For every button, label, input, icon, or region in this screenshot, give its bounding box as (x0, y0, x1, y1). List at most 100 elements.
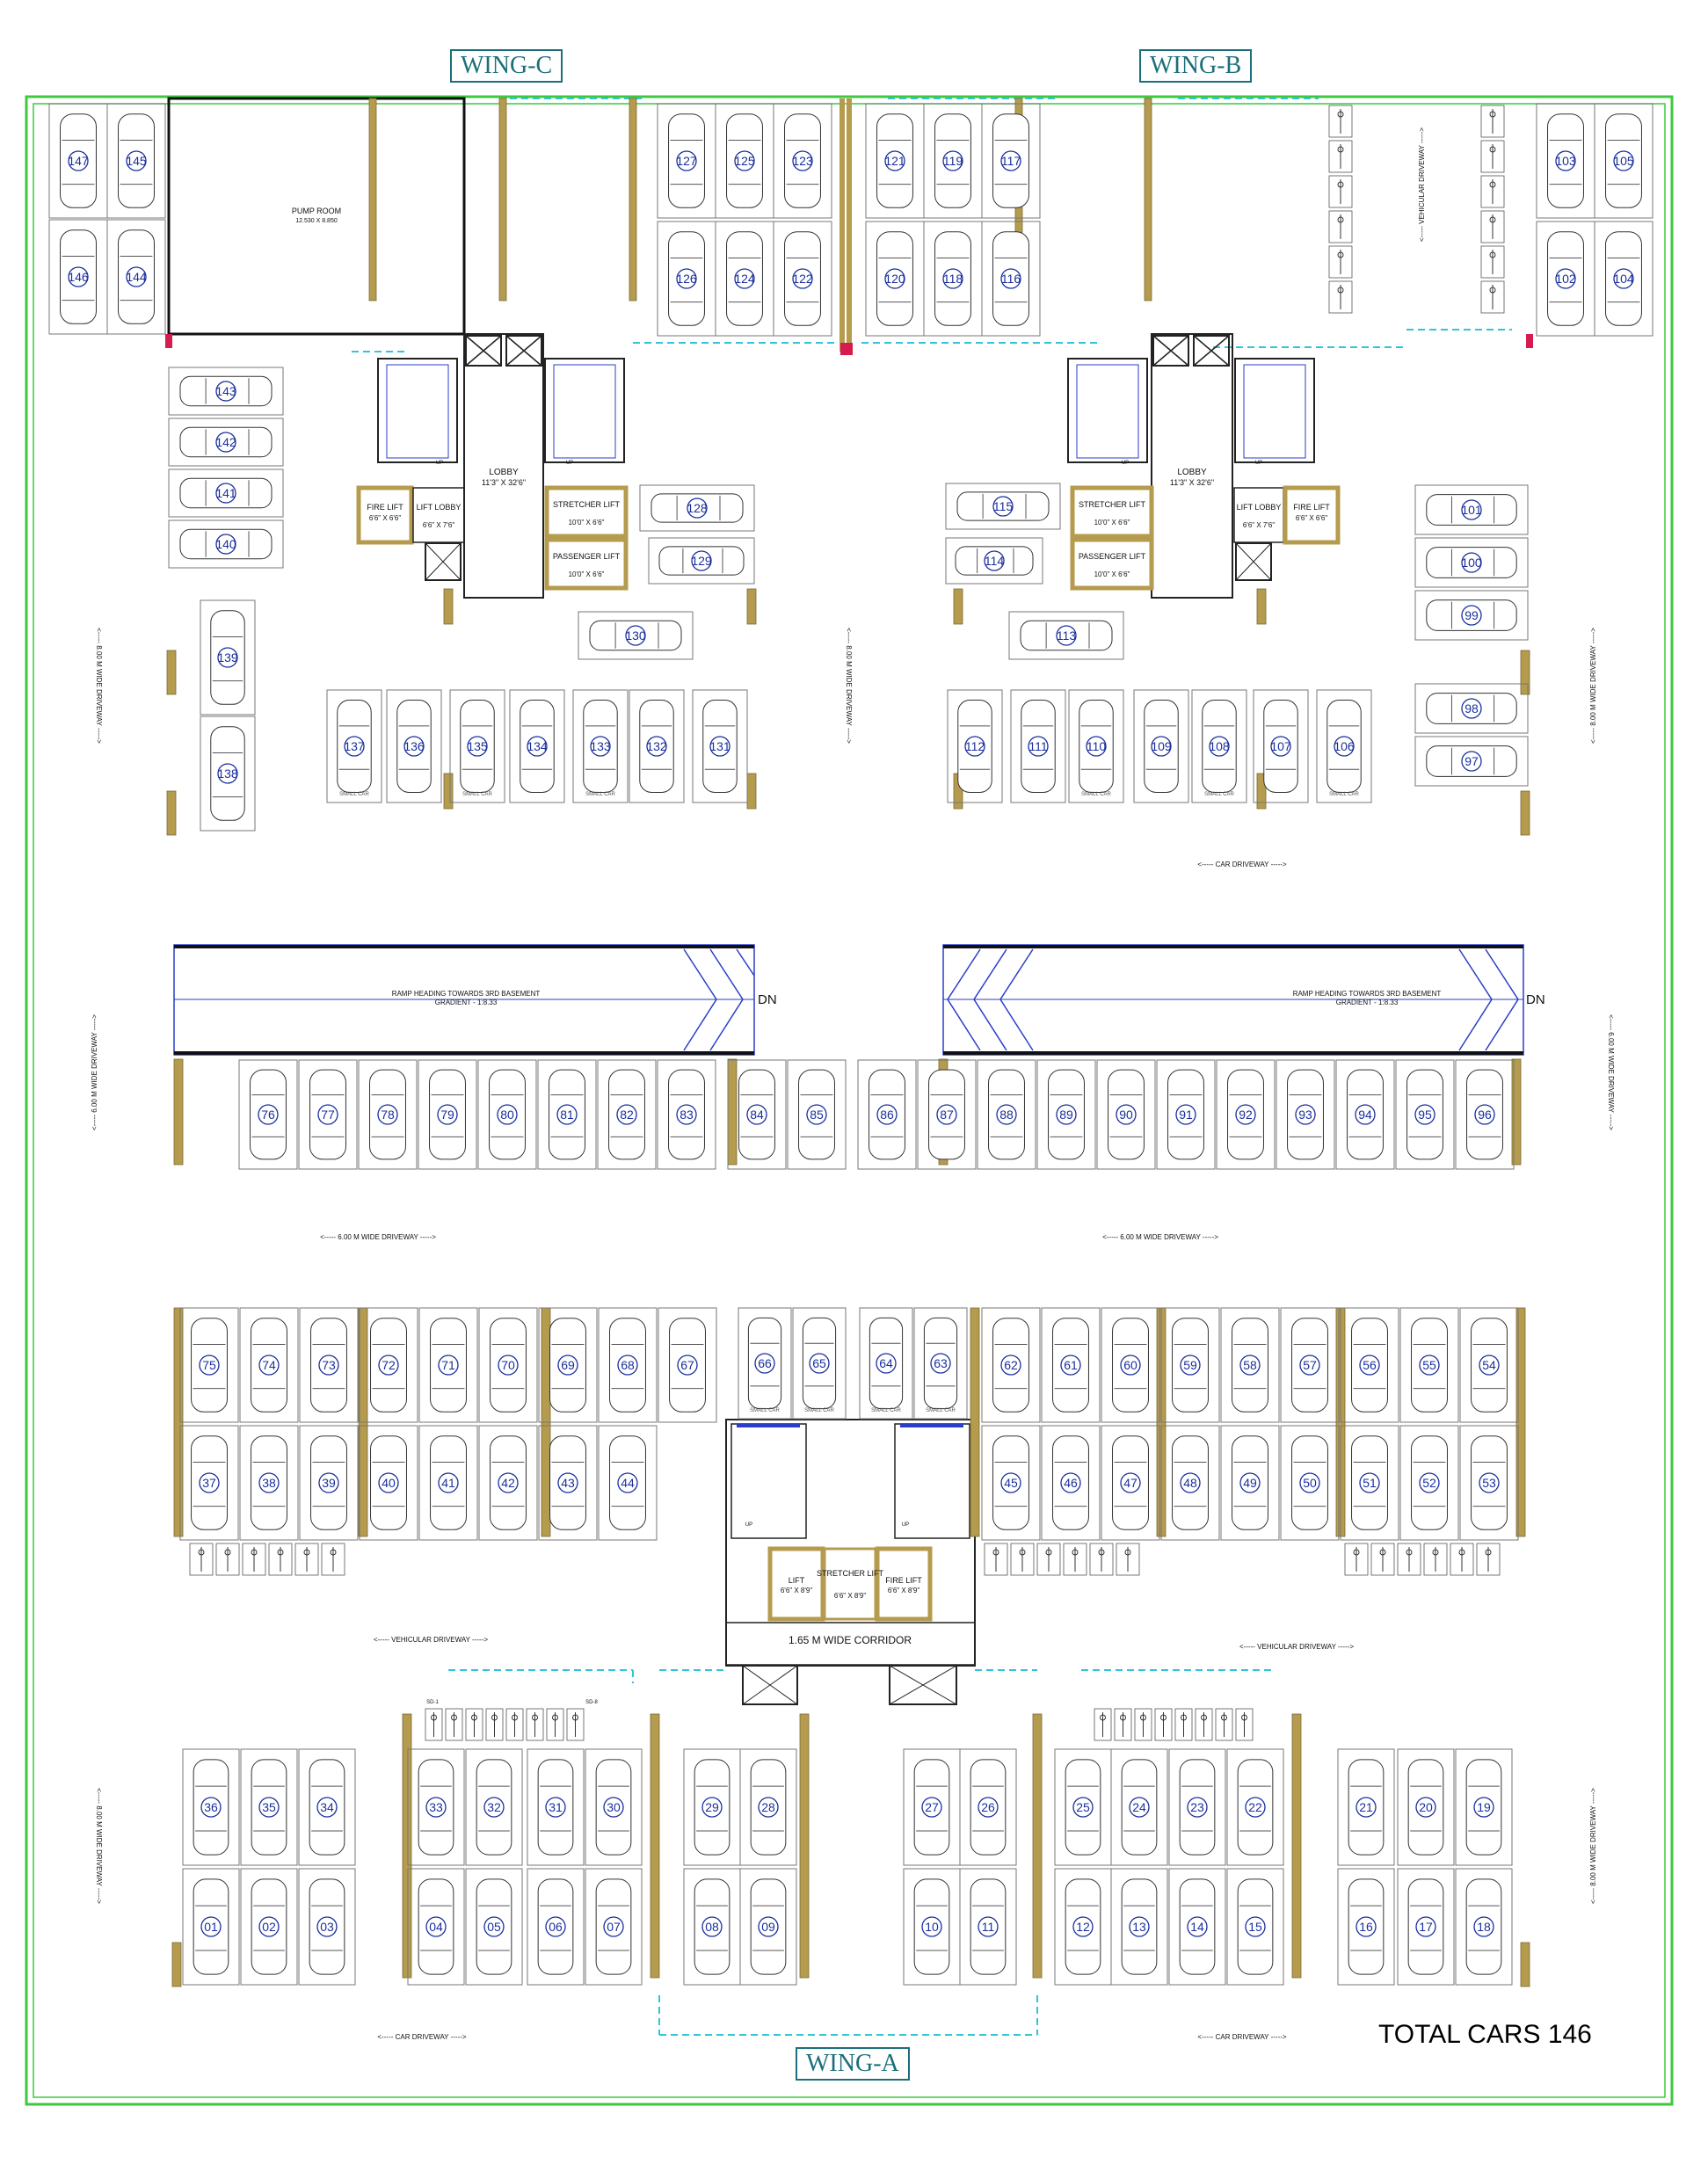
space-outline (1459, 1307, 1519, 1423)
two-wheeler-wheel (1045, 1549, 1052, 1556)
space-number: 29 (705, 1800, 719, 1814)
two-wheeler-wheel (572, 1714, 578, 1721)
two-wheeler-slot (1235, 1708, 1254, 1741)
parking-space: 42 (478, 1425, 538, 1541)
parking-space: 115 (945, 483, 1061, 530)
space-number: 06 (549, 1920, 563, 1934)
space-outline (240, 1868, 298, 1986)
two-wheeler-slot (1328, 280, 1353, 314)
two-wheeler-wheel (1120, 1714, 1126, 1721)
wing-a-label: WING-A (796, 2047, 910, 2081)
space-number: 95 (1418, 1108, 1432, 1122)
two-wheeler-slot (1328, 245, 1353, 279)
space-number-badge (616, 1104, 637, 1125)
space-number-badge (930, 1353, 951, 1374)
two-wheeler-wheel (1485, 1549, 1492, 1556)
scooter-parking (189, 105, 1505, 1741)
two-wheeler-wheel (1160, 1714, 1167, 1721)
wing-b-label: WING-B (1139, 49, 1253, 83)
space-number: 64 (879, 1356, 893, 1370)
space-outline (1414, 736, 1529, 787)
parking-space: 143 (168, 367, 284, 416)
parking-space: 117 (981, 103, 1041, 219)
space-number-badge (1479, 1355, 1500, 1376)
ramp-right-label: RAMP HEADING TOWARDS 3RD BASEMENT (1293, 990, 1442, 998)
space-number-badge (734, 150, 755, 171)
space-number-badge (1613, 150, 1634, 171)
space-number: 126 (676, 272, 697, 286)
space-outline (629, 689, 685, 803)
space-number-badge (200, 1797, 222, 1818)
parking-space: 89 (1036, 1059, 1096, 1170)
space-number: 111 (1028, 739, 1047, 753)
parking-space: 77 (298, 1059, 358, 1170)
two-wheeler-wheel (1241, 1714, 1247, 1721)
columns (166, 98, 1530, 1987)
space-number: 19 (1477, 1800, 1491, 1814)
stretcher-lift-size-c: 10'0" X 6'6" (569, 519, 605, 527)
two-wheeler-wheel (992, 1549, 999, 1556)
space-number: 131 (709, 739, 730, 753)
space-number: 21 (1359, 1800, 1373, 1814)
parking-space: 20 (1397, 1748, 1455, 1866)
parking-space: 92 (1216, 1059, 1276, 1170)
space-number-badge (316, 1797, 338, 1818)
two-wheeler-slot (1450, 1543, 1474, 1576)
two-wheeler-wheel (1019, 1549, 1026, 1556)
parking-space: 88 (977, 1059, 1036, 1170)
two-wheeler-slot (984, 1543, 1008, 1576)
space-outline (179, 1425, 239, 1541)
space-number: 54 (1482, 1358, 1496, 1372)
space-number: 132 (646, 739, 667, 753)
space-number: 88 (999, 1108, 1014, 1122)
fire-lift-size-a: 6'6" X 8'9" (888, 1587, 919, 1594)
space-number: 40 (382, 1476, 396, 1490)
space-number: 93 (1298, 1108, 1312, 1122)
space-number: 25 (1076, 1800, 1090, 1814)
space-outline (1414, 590, 1529, 641)
space-number-badge (1461, 552, 1482, 573)
space-outline (298, 1868, 356, 1986)
space-number: 57 (1303, 1358, 1317, 1372)
parking-space: 31 (527, 1748, 585, 1866)
space-number-badge (676, 150, 697, 171)
space-number: 60 (1123, 1358, 1137, 1372)
parking-space: 37 (179, 1425, 239, 1541)
parking-space: 59 (1160, 1307, 1220, 1423)
space-outline (1399, 1425, 1459, 1541)
space-number-badge (1414, 1104, 1435, 1125)
two-wheeler-wheel (1353, 1549, 1360, 1556)
two-wheeler-slot (1010, 1543, 1035, 1576)
space-outline (657, 1059, 716, 1170)
space-outline (538, 1307, 598, 1423)
space-number-badge (1187, 1916, 1208, 1937)
space-number-badge (1355, 1797, 1377, 1818)
parking-space: 24 (1110, 1748, 1168, 1866)
space-outline (1455, 1748, 1513, 1866)
space-number: 01 (204, 1920, 218, 1934)
two-wheeler-wheel (1221, 1714, 1227, 1721)
two-wheeler-wheel (1432, 1549, 1439, 1556)
two-wheeler-slot (1480, 210, 1505, 243)
space-number: 98 (1465, 701, 1479, 715)
space-number-badge (258, 1797, 280, 1818)
space-number: 53 (1482, 1476, 1496, 1490)
space-number-badge (126, 150, 147, 171)
driveway-label: <----- 8.00 M WIDE DRIVEWAY -----> (95, 628, 103, 744)
space-outline (1226, 1748, 1284, 1866)
space-outline (299, 1307, 359, 1423)
space-number-badge (467, 736, 488, 757)
space-number: 39 (322, 1476, 336, 1490)
two-wheeler-wheel (1098, 1549, 1105, 1556)
two-wheeler-slot (215, 1543, 240, 1576)
small-car-label: SMALL CAR (1204, 792, 1234, 797)
space-outline (407, 1748, 465, 1866)
parking-space: 83 (657, 1059, 716, 1170)
space-number: 101 (1461, 503, 1482, 517)
space-number-badge (936, 1104, 957, 1125)
space-number: 11 (982, 1920, 995, 1934)
two-wheeler-slot (294, 1543, 319, 1576)
